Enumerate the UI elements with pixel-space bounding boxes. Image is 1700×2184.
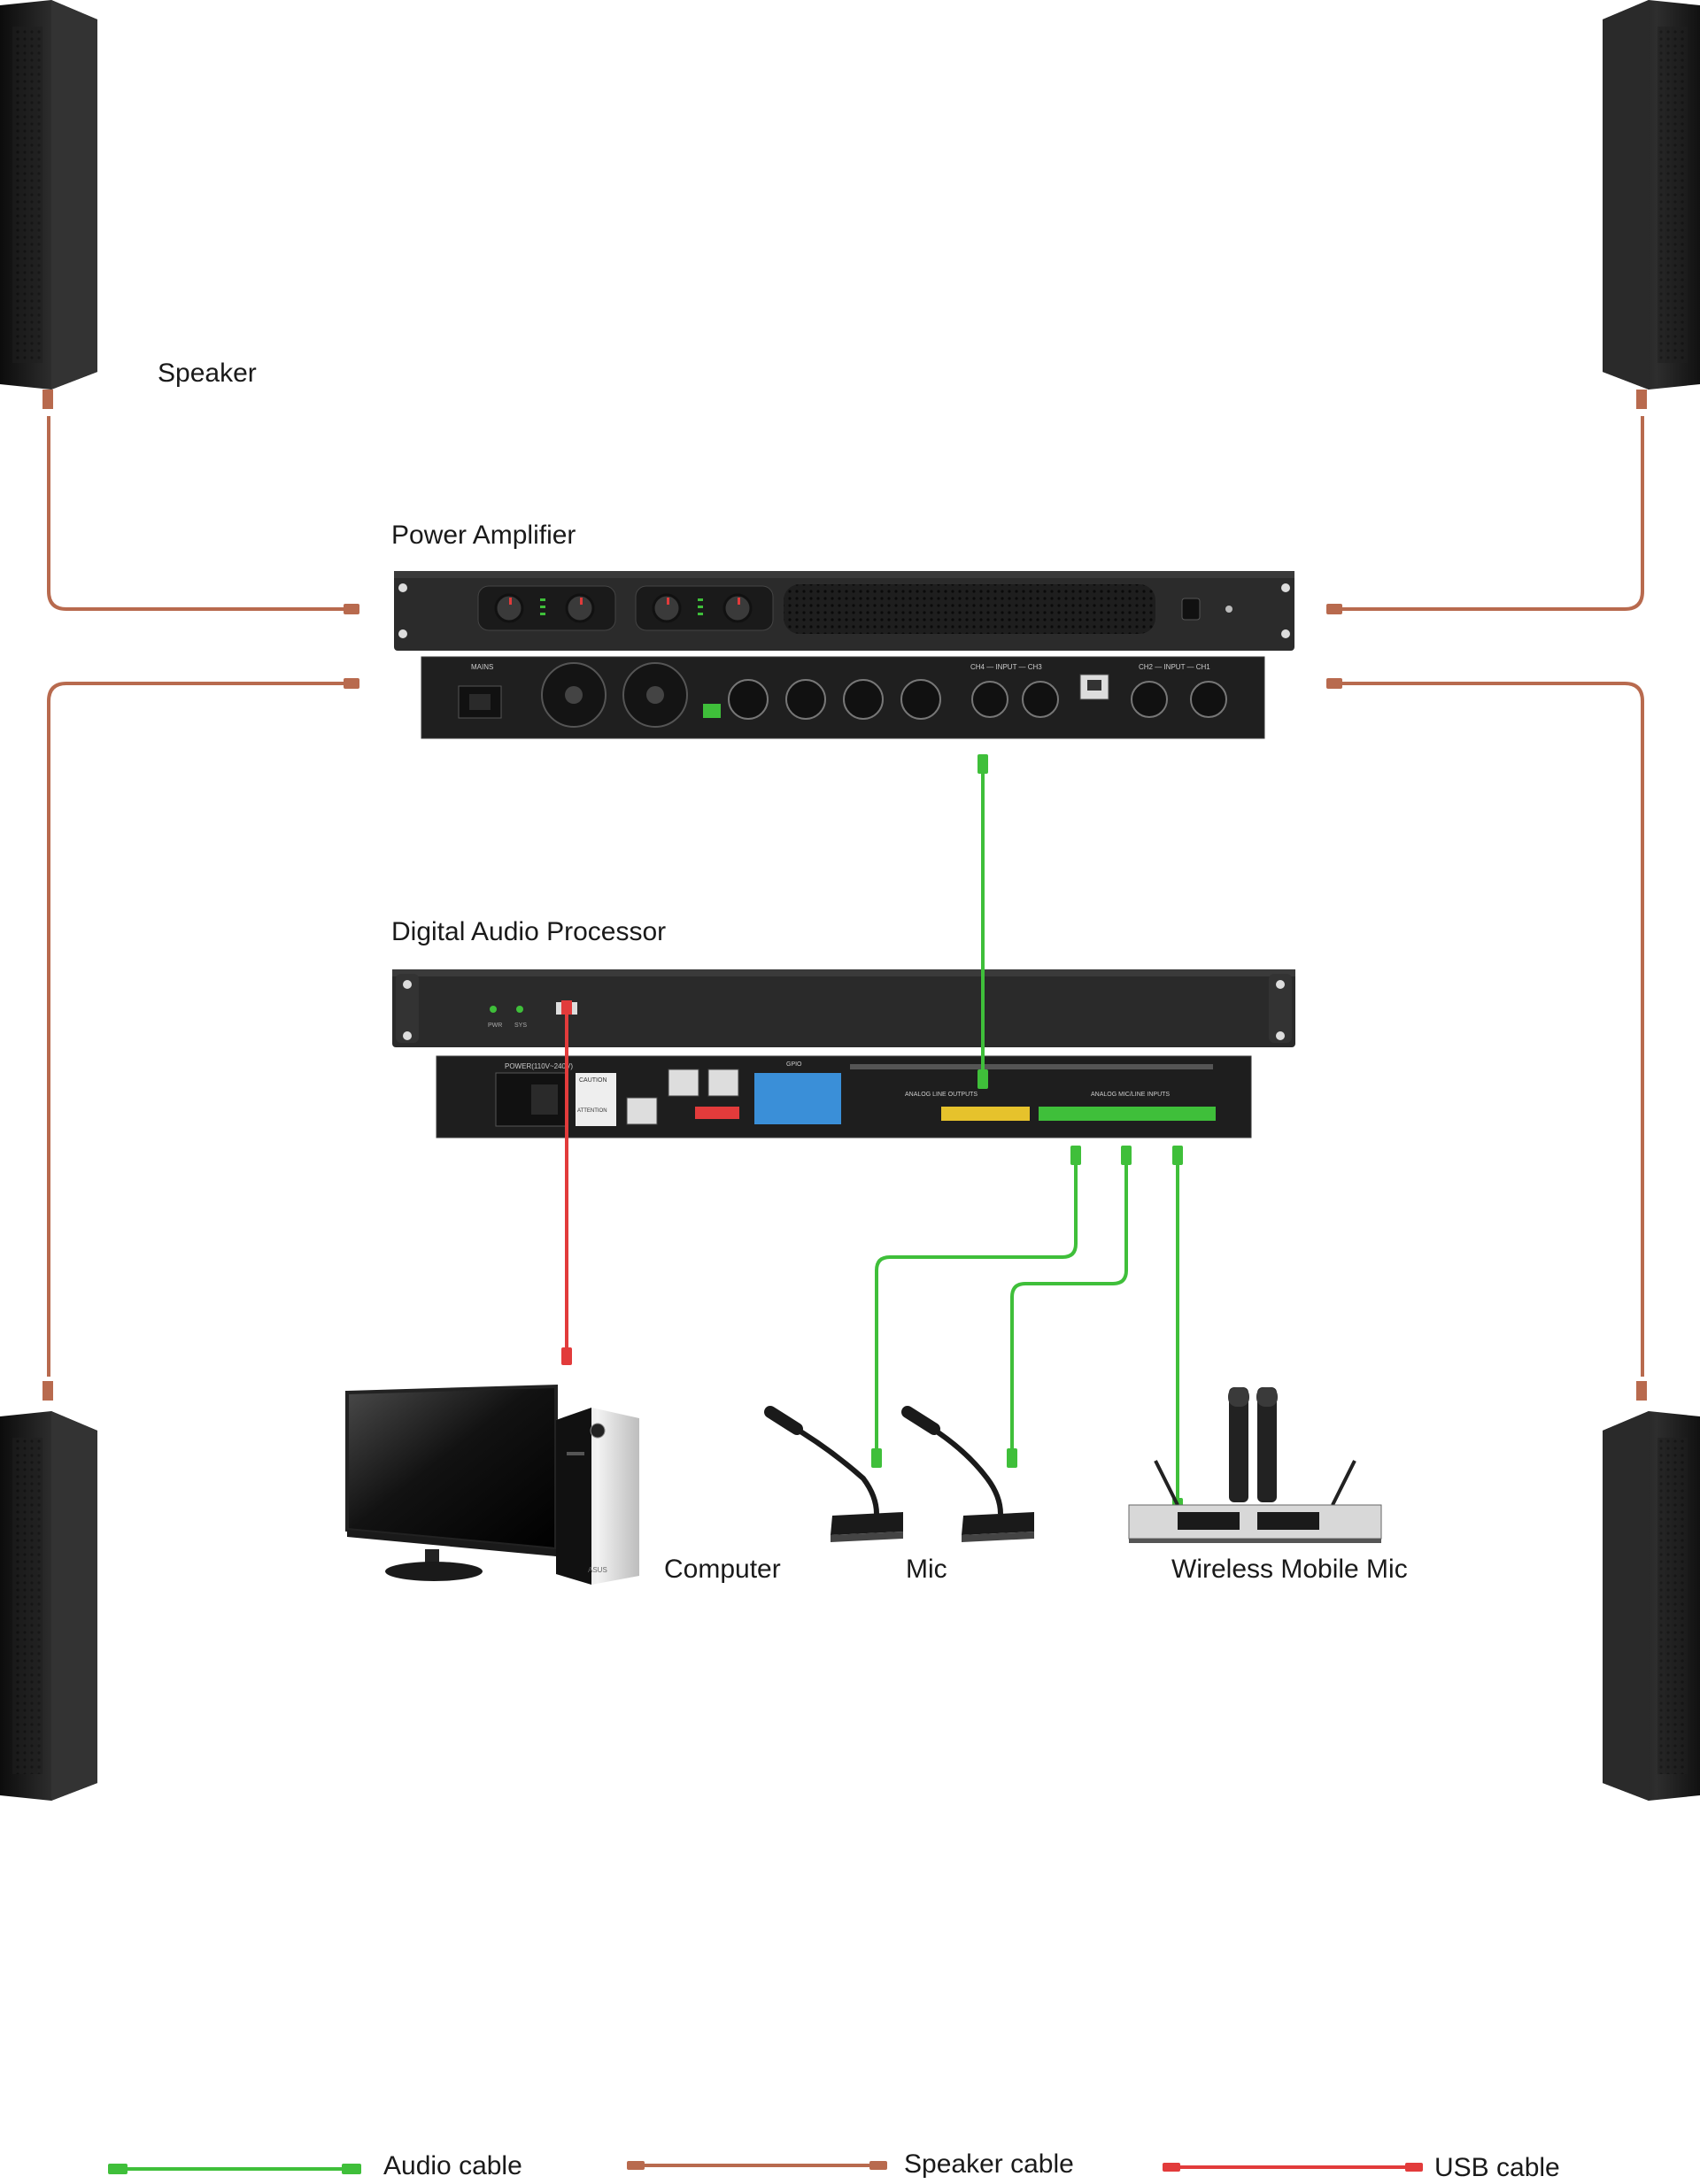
dap-caution-text: CAUTION — [579, 1077, 607, 1084]
pc-brand-text: ASUS — [588, 1566, 607, 1574]
dap-power-text: POWER(110V~240V) — [505, 1062, 573, 1070]
amp-mains-text: MAINS — [471, 663, 493, 671]
digital-audio-processor-rear: POWER(110V~240V) CAUTION ATTENTION GPIO … — [436, 1055, 1252, 1138]
usb-cable — [561, 1000, 572, 1365]
legend-speaker-line — [627, 2161, 887, 2170]
amp-input-left-text: CH4 — INPUT — CH3 — [970, 663, 1042, 671]
legend-audio-cable: Audio cable — [383, 2151, 522, 2180]
dap-attention-text: ATTENTION — [577, 1108, 607, 1114]
audio-cable-mic2 — [1010, 1151, 1128, 1452]
speaker-cable-top-left — [47, 416, 350, 611]
wireless-mobile-mic — [1128, 1387, 1382, 1543]
speaker-top-right — [1603, 0, 1700, 409]
speaker-cables — [47, 416, 1644, 1377]
label-speaker: Speaker — [158, 359, 257, 388]
legend-lines — [108, 2161, 1423, 2174]
legend-usb-cable: USB cable — [1434, 2153, 1560, 2182]
label-mic: Mic — [906, 1555, 947, 1584]
gooseneck-mic-1 — [764, 1406, 903, 1542]
gooseneck-mic-2 — [901, 1406, 1034, 1542]
dap-mic-in-text: ANALOG MIC/LINE INPUTS — [1091, 1092, 1170, 1098]
dap-gpio-text: GPIO — [786, 1061, 802, 1068]
legend-usb-line — [1163, 2163, 1423, 2172]
power-amplifier-front — [394, 571, 1294, 651]
computer: ASUS — [345, 1384, 639, 1585]
label-digital-audio-processor: Digital Audio Processor — [391, 917, 667, 946]
speaker-cable-plugs — [344, 604, 1342, 689]
dap-pwr-text: PWR — [488, 1023, 502, 1029]
speaker-cable-bottom-right — [1337, 682, 1644, 1377]
digital-audio-processor-front: PWR SYS — [392, 969, 1295, 1047]
dap-line-out-text: ANALOG LINE OUTPUTS — [905, 1092, 978, 1098]
speaker-bottom-left — [0, 1381, 97, 1801]
speaker-bottom-right — [1603, 1381, 1700, 1801]
legend-audio-line — [108, 2164, 361, 2174]
label-computer: Computer — [664, 1555, 781, 1584]
dap-sys-text: SYS — [514, 1023, 527, 1029]
audio-cables — [875, 760, 1179, 1509]
label-wireless-mobile-mic: Wireless Mobile Mic — [1171, 1555, 1408, 1584]
audio-cable-mic1 — [875, 1151, 1078, 1452]
speaker-cable-top-right — [1337, 416, 1644, 611]
amp-input-right-text: CH2 — INPUT — CH1 — [1139, 663, 1210, 671]
speaker-top-left — [0, 0, 97, 409]
label-power-amplifier: Power Amplifier — [391, 521, 576, 550]
speaker-cable-bottom-left — [47, 682, 350, 1377]
legend-speaker-cable: Speaker cable — [904, 2149, 1074, 2179]
power-amplifier-rear: MAINS CH4 — INPUT — CH3 CH2 — INPUT — CH… — [421, 656, 1265, 739]
